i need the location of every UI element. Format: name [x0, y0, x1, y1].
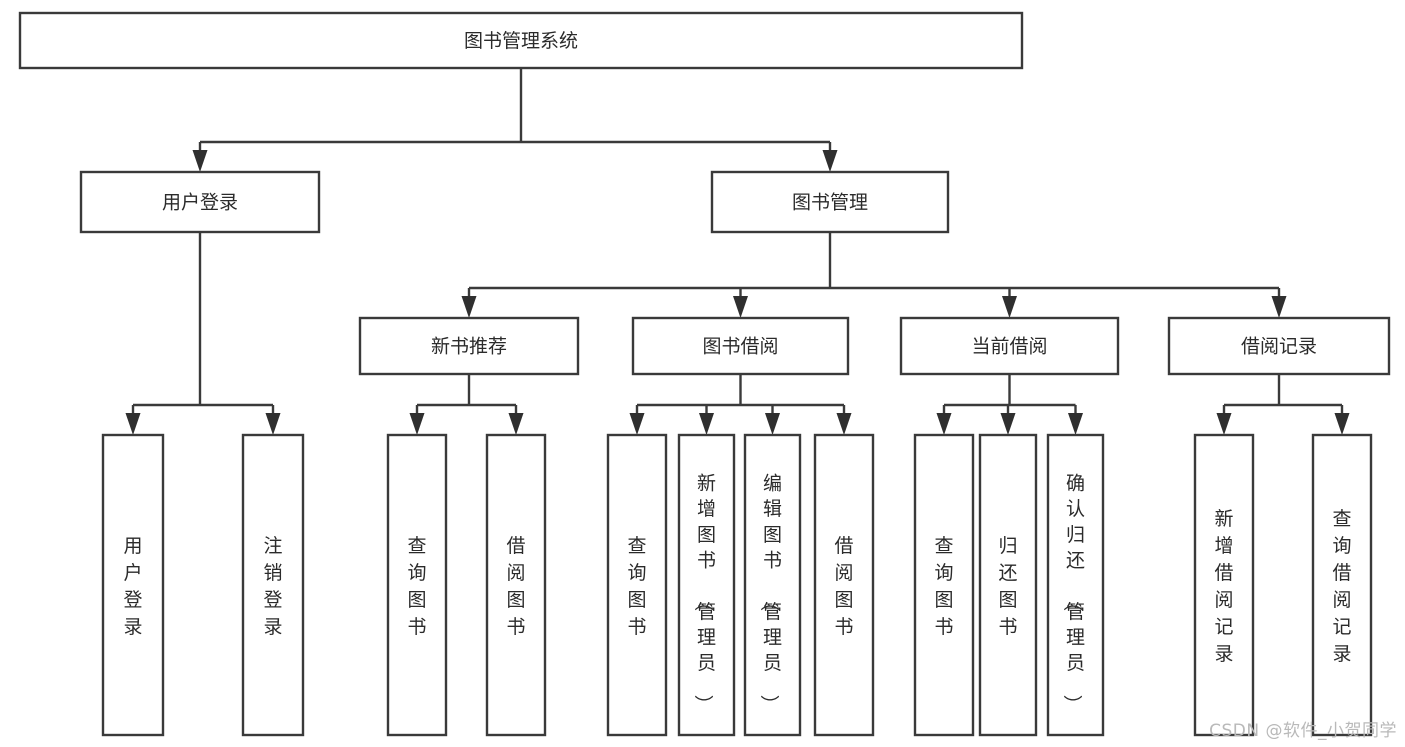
node-label-book-manage: 图书管理	[792, 192, 868, 214]
node-label-leaf-query-book-3: 查询图书	[934, 535, 953, 638]
node-box-leaf-user-login	[101, 433, 165, 737]
node-label-new-book-recommend: 新书推荐	[431, 336, 507, 358]
node-box-leaf-query-record	[1311, 433, 1373, 737]
node-label-leaf-add-record: 新增借阅记录	[1214, 508, 1233, 665]
node-box-leaf-query-book-2	[606, 433, 668, 737]
node-label-leaf-return-book: 归还图书	[998, 535, 1017, 638]
node-label-leaf-logout: 注销登录	[263, 535, 282, 638]
node-label-borrow-record: 借阅记录	[1241, 336, 1317, 358]
node-label-leaf-query-book-1: 查询图书	[407, 535, 426, 638]
node-leaf-add-record[interactable]: 新增借阅记录	[1193, 433, 1255, 737]
node-box-new-book-recommend	[358, 316, 580, 376]
node-label-current-borrow: 当前借阅	[971, 336, 1047, 358]
node-box-book-borrow	[631, 316, 850, 376]
node-label-leaf-query-record: 查询借阅记录	[1332, 508, 1351, 665]
edge-group-current-borrow	[936, 374, 1083, 435]
node-new-book-recommend[interactable]: 新书推荐	[358, 316, 580, 376]
node-label-leaf-confirm-return: 确认归还（管理员）	[1061, 473, 1085, 714]
node-leaf-user-login[interactable]: 用户登录	[101, 433, 165, 737]
edge-group-borrow-record	[1216, 374, 1350, 435]
node-label-leaf-add-book: 新增图书（管理员）	[692, 473, 716, 714]
node-leaf-return-book[interactable]: 归还图书	[978, 433, 1038, 737]
node-box-book-manage	[710, 170, 950, 234]
node-leaf-confirm-return[interactable]: 确认归还（管理员）	[1046, 433, 1105, 737]
node-box-leaf-add-record	[1193, 433, 1255, 737]
node-label-root: 图书管理系统	[464, 30, 578, 52]
node-current-borrow[interactable]: 当前借阅	[899, 316, 1120, 376]
node-box-leaf-query-book-1	[386, 433, 448, 737]
edge-group-new-book-recommend	[409, 374, 524, 435]
node-leaf-query-book-3[interactable]: 查询图书	[913, 433, 975, 737]
node-label-leaf-borrow-book-2: 借阅图书	[834, 535, 853, 638]
node-label-user-login: 用户登录	[162, 192, 238, 214]
node-box-leaf-add-book	[677, 433, 736, 737]
node-leaf-borrow-book-1[interactable]: 借阅图书	[485, 433, 547, 737]
node-box-borrow-record	[1167, 316, 1391, 376]
node-leaf-query-book-1[interactable]: 查询图书	[386, 433, 448, 737]
node-book-borrow[interactable]: 图书借阅	[631, 316, 850, 376]
node-leaf-edit-book[interactable]: 编辑图书（管理员）	[743, 433, 802, 737]
node-leaf-add-book[interactable]: 新增图书（管理员）	[677, 433, 736, 737]
edge-group-root	[192, 68, 838, 172]
node-box-leaf-borrow-book-2	[813, 433, 875, 737]
node-box-user-login	[79, 170, 321, 234]
node-box-leaf-edit-book	[743, 433, 802, 737]
node-leaf-query-record[interactable]: 查询借阅记录	[1311, 433, 1373, 737]
node-box-leaf-borrow-book-1	[485, 433, 547, 737]
node-root[interactable]: 图书管理系统	[18, 11, 1024, 70]
node-label-leaf-query-book-2: 查询图书	[627, 535, 646, 638]
node-box-leaf-logout	[241, 433, 305, 737]
node-leaf-borrow-book-2[interactable]: 借阅图书	[813, 433, 875, 737]
node-leaf-logout[interactable]: 注销登录	[241, 433, 305, 737]
node-box-root	[18, 11, 1024, 70]
node-box-current-borrow	[899, 316, 1120, 376]
node-book-manage[interactable]: 图书管理	[710, 170, 950, 234]
edge-group-book-manage	[461, 232, 1287, 318]
edge-group-user-login	[125, 232, 281, 435]
nodes-layer: 图书管理系统用户登录图书管理新书推荐图书借阅当前借阅借阅记录用户登录注销登录查询…	[18, 11, 1391, 737]
node-borrow-record[interactable]: 借阅记录	[1167, 316, 1391, 376]
node-leaf-query-book-2[interactable]: 查询图书	[606, 433, 668, 737]
node-box-leaf-return-book	[978, 433, 1038, 737]
node-label-leaf-borrow-book-1: 借阅图书	[506, 535, 525, 638]
edge-group-book-borrow	[629, 374, 852, 435]
edges-layer	[125, 68, 1350, 435]
node-user-login[interactable]: 用户登录	[79, 170, 321, 234]
node-box-leaf-query-book-3	[913, 433, 975, 737]
node-label-book-borrow: 图书借阅	[702, 336, 778, 358]
node-label-leaf-user-login: 用户登录	[123, 535, 142, 638]
node-label-leaf-edit-book: 编辑图书（管理员）	[758, 473, 782, 714]
node-box-leaf-confirm-return	[1046, 433, 1105, 737]
